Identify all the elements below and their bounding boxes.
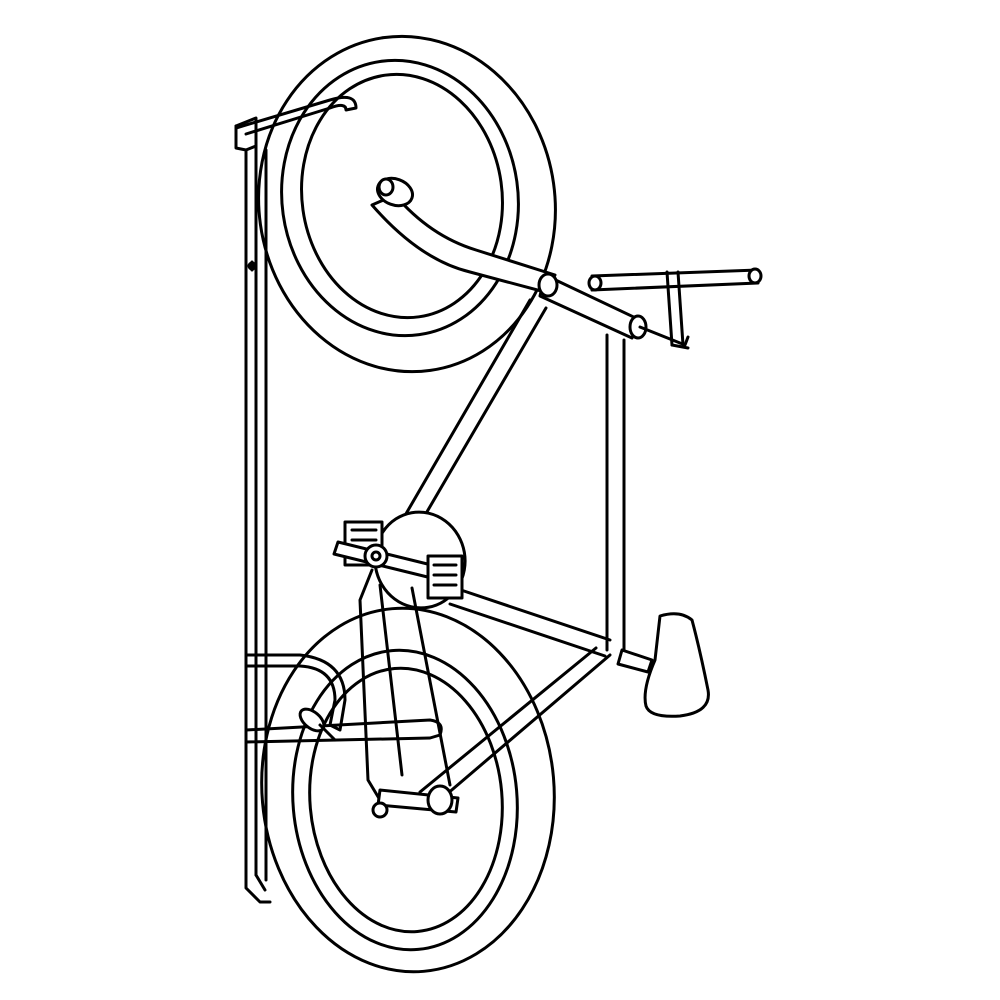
front-wheel: [257, 34, 557, 374]
crankset: [332, 510, 467, 610]
chain: [358, 568, 452, 802]
saddle: [616, 612, 710, 718]
front-fork: [370, 176, 557, 294]
rear-hub: [371, 784, 460, 819]
handlebar-assembly: [537, 267, 763, 350]
bike-frame: [383, 298, 626, 802]
wall-rack-rail: [234, 116, 272, 904]
rear-wheel: [260, 606, 556, 974]
bottom-wheel-hook: [244, 653, 443, 744]
